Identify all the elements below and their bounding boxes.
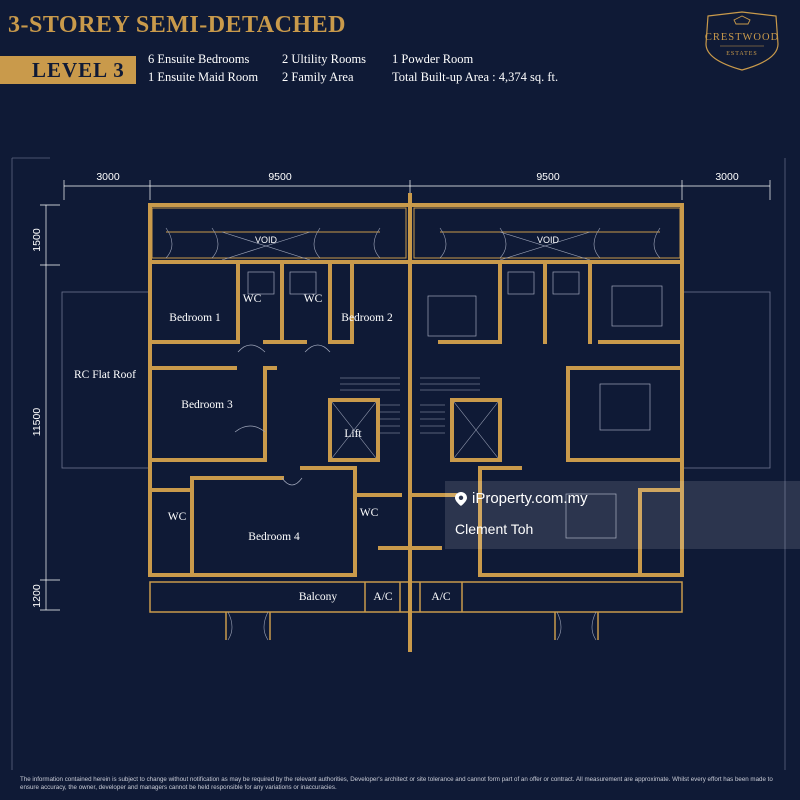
- disclaimer-text: The information contained herein is subj…: [20, 776, 773, 791]
- room-lift: Lift: [344, 428, 362, 440]
- room-bedroom-3: Bedroom 3: [181, 399, 233, 411]
- top-dimension-line: [63, 180, 771, 200]
- room-bedroom-1: Bedroom 1: [169, 312, 221, 324]
- logo-sub: ESTATES: [726, 51, 758, 57]
- level-badge: [0, 56, 136, 84]
- location-pin-icon: [455, 492, 467, 506]
- spec-ensuite-bedrooms: 6 Ensuite Bedrooms: [148, 52, 250, 66]
- page-title: 3-STOREY SEMI-DETACHED: [8, 12, 346, 38]
- room-wc-4: WC: [360, 507, 379, 519]
- crest-shield-icon: CRESTWOOD ESTATES: [705, 11, 779, 71]
- staircase-left: [340, 377, 400, 434]
- dimension-top-1: 3000: [96, 171, 120, 183]
- dimension-top-3: 9500: [536, 171, 560, 183]
- staircase-right: [420, 377, 480, 434]
- spec-utility-rooms: 2 Ultility Rooms: [282, 52, 367, 66]
- room-ac-left: A/C: [373, 591, 393, 603]
- dimension-left-2: 11500: [31, 408, 43, 437]
- left-dimension-line: [40, 204, 60, 611]
- spec-built-up-area: Total Built-up Area : 4,374 sq. ft.: [392, 70, 559, 84]
- logo-name: CRESTWOOD: [705, 32, 779, 43]
- furniture: [234, 271, 663, 539]
- room-wc-1: WC: [243, 293, 262, 305]
- void-label-left: VOID: [255, 235, 278, 245]
- room-wc-3: WC: [168, 511, 187, 523]
- dimension-top-2: 9500: [268, 171, 292, 183]
- walls: [148, 193, 684, 652]
- dimension-left-3: 1200: [31, 584, 43, 608]
- level-label: LEVEL 3: [32, 58, 125, 82]
- room-wc-2: WC: [304, 293, 323, 305]
- watermark-band: [445, 481, 800, 549]
- room-ac-right: A/C: [431, 591, 451, 603]
- room-bedroom-4: Bedroom 4: [248, 531, 300, 543]
- void-label-right: VOID: [537, 235, 560, 245]
- rc-flat-roof-label: RC Flat Roof: [74, 369, 136, 381]
- room-balcony: Balcony: [299, 591, 338, 603]
- dimension-left-1: 1500: [31, 228, 43, 252]
- watermark-agent: Clement Toh: [455, 521, 534, 537]
- spec-family-area: 2 Family Area: [282, 70, 354, 84]
- rc-flat-roof-right: [681, 291, 771, 469]
- room-bedroom-2: Bedroom 2: [341, 312, 393, 324]
- spec-powder-room: 1 Powder Room: [392, 52, 474, 66]
- watermark-site: iProperty.com.my: [472, 490, 588, 507]
- dimension-top-4: 3000: [715, 171, 739, 183]
- spec-maid-room: 1 Ensuite Maid Room: [148, 70, 259, 84]
